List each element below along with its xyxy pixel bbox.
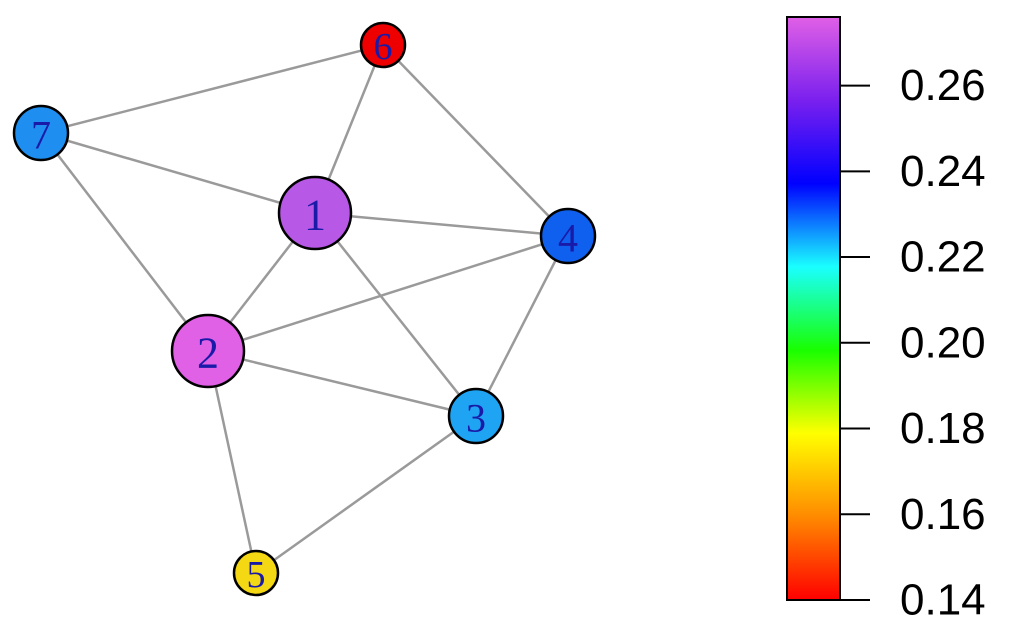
colorbar-tick-label: 0.18 [900, 404, 986, 453]
node-label-6: 6 [374, 26, 393, 68]
node-label-3: 3 [466, 396, 486, 441]
node-label-1: 1 [304, 191, 326, 240]
colorbar-tick-label: 0.24 [900, 147, 986, 196]
edge-7-2 [40, 132, 209, 352]
node-circle-3 [447, 387, 505, 445]
edge-6-4 [382, 44, 569, 237]
node-label-2: 2 [197, 329, 219, 378]
colorbar-tick-label: 0.14 [900, 576, 986, 625]
colorbar-tick-label: 0.26 [900, 61, 986, 110]
node-layer: 1 2 3 4 5 6 7 [12, 21, 597, 597]
node-6: 6 [359, 21, 407, 69]
edge-7-1 [40, 131, 316, 215]
node-1: 1 [277, 175, 353, 251]
node-label-5: 5 [247, 554, 266, 596]
colorbar-tick-label: 0.22 [900, 233, 986, 282]
node-7: 7 [12, 104, 70, 162]
node-circle-4 [539, 207, 597, 265]
edge-layer [40, 43, 570, 575]
edge-6-7 [40, 43, 384, 135]
edge-1-3 [314, 212, 477, 417]
node-3: 3 [447, 387, 505, 445]
node-label-7: 7 [31, 113, 51, 158]
node-4: 4 [539, 207, 597, 265]
edge-2-5 [206, 350, 258, 574]
edge-4-3 [474, 235, 570, 417]
node-2: 2 [170, 313, 246, 389]
node-circle-2 [170, 313, 246, 389]
colorbar-ticks: 0.14 0.16 0.18 0.20 0.22 0.24 0.26 [840, 61, 986, 625]
node-label-4: 4 [558, 216, 578, 261]
node-circle-6 [359, 21, 407, 69]
colorbar-gradient [786, 16, 841, 601]
edge-2-3 [207, 349, 477, 418]
node-circle-1 [277, 175, 353, 251]
node-5: 5 [232, 549, 280, 597]
edge-1-4 [314, 211, 569, 238]
colorbar: 0.14 0.16 0.18 0.20 0.22 0.24 0.26 [786, 16, 986, 625]
colorbar-tick-label: 0.20 [900, 318, 986, 367]
edge-2-4 [207, 234, 569, 353]
node-circle-5 [232, 549, 280, 597]
colorbar-tick-label: 0.16 [900, 490, 986, 539]
edge-3-5 [255, 414, 477, 575]
node-circle-7 [12, 104, 70, 162]
